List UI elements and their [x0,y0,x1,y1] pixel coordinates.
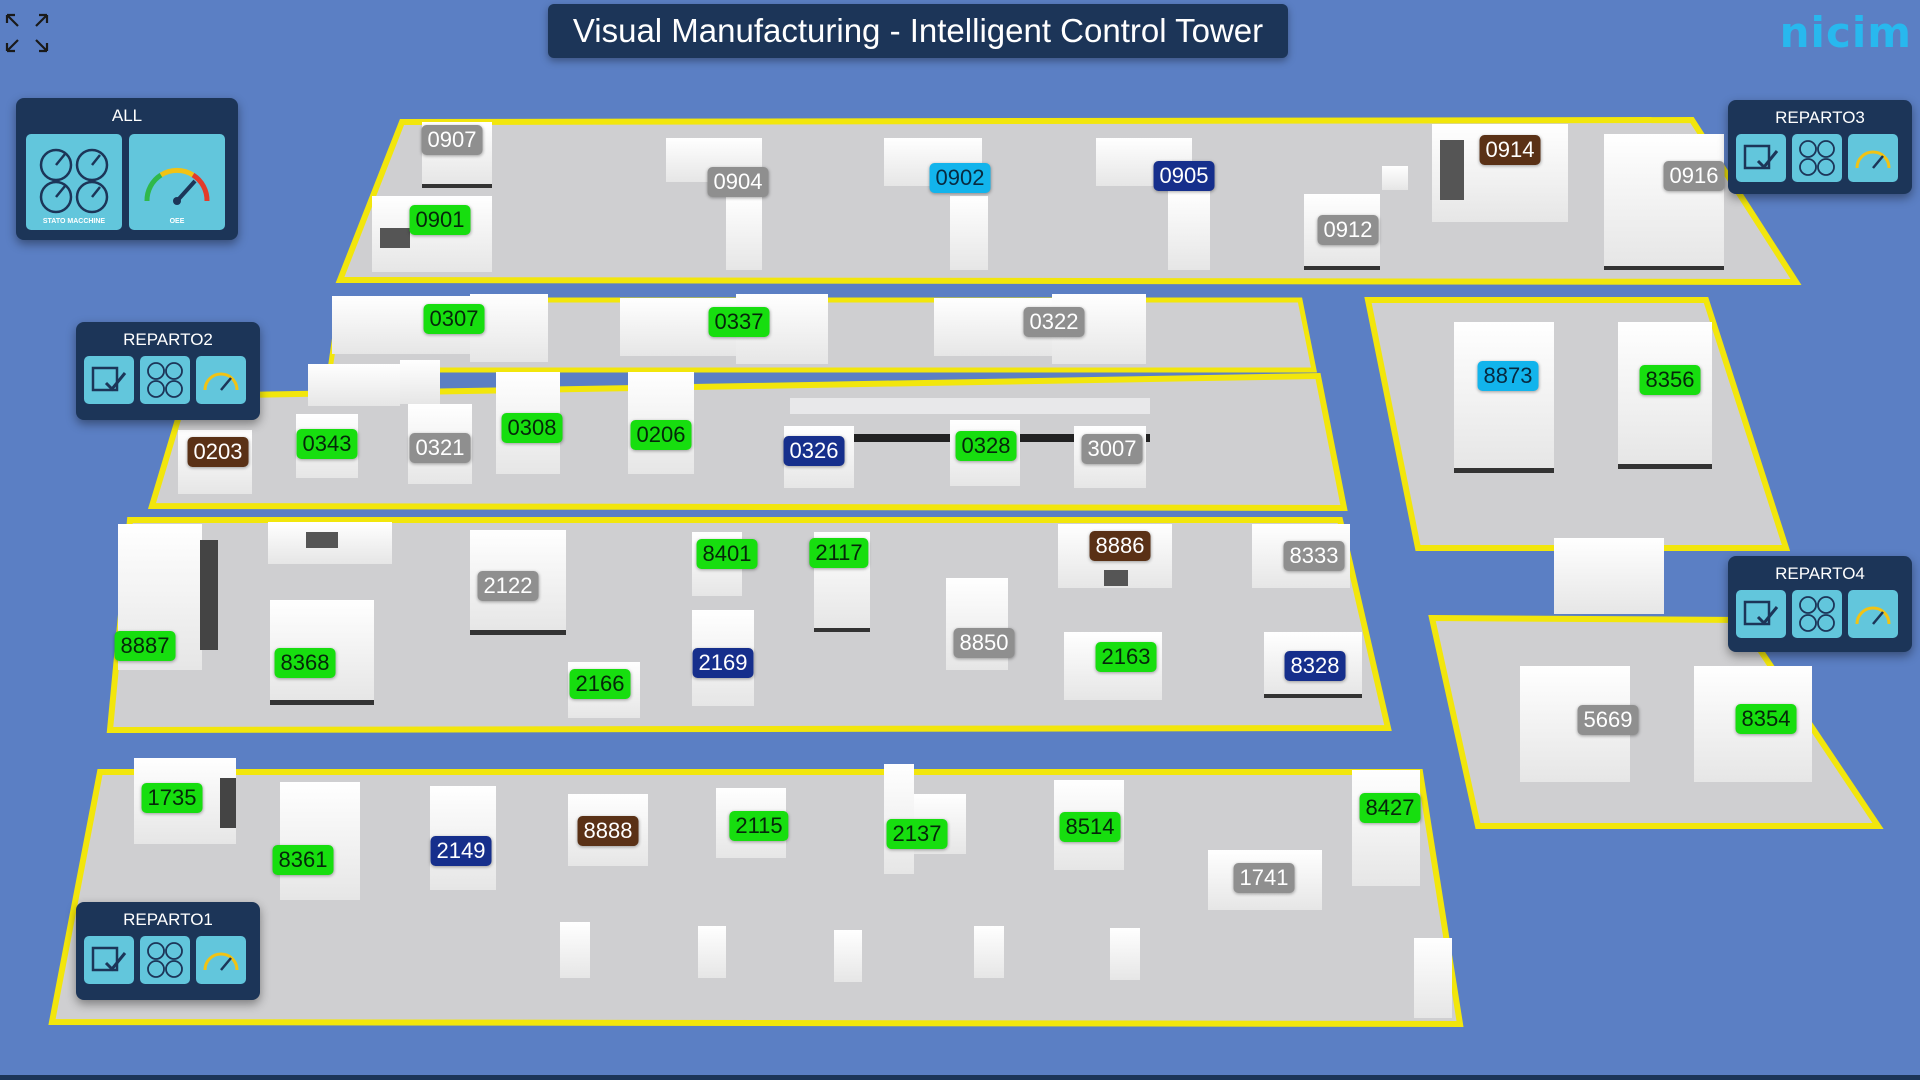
gauges-icon [147,362,183,398]
machine-label[interactable]: 0904 [707,167,769,197]
page-title: Visual Manufacturing - Intelligent Contr… [548,4,1288,58]
machine-label[interactable]: 2117 [809,538,869,568]
machine-label[interactable]: 0337 [708,307,770,337]
fullscreen-expand-icon[interactable] [4,12,50,54]
machine-label[interactable]: 8368 [274,648,336,678]
oee-label: OEE [169,218,185,225]
machine-label[interactable]: 0343 [296,429,358,459]
machine-label[interactable]: 8886 [1089,531,1151,561]
panel-reparto4: REPARTO4 [1728,556,1912,652]
machine-label[interactable]: 0905 [1153,161,1215,191]
platform-reparto3-row [335,116,1802,286]
gauges-icon [147,942,183,978]
machine-label[interactable]: 8514 [1059,812,1121,842]
platform-side-upper [1364,297,1791,551]
panel-all: ALL STATO MACCHINE OEE [16,98,238,240]
gauges-icon [1799,596,1835,632]
machine-label[interactable]: 0326 [783,436,845,466]
oee-tile[interactable] [196,936,246,984]
machine-label[interactable]: 0901 [409,205,471,235]
panel-reparto2-title: REPARTO2 [123,330,213,349]
panel-all-title: ALL [111,106,143,125]
speedometer-icon [144,167,210,205]
operators-tile[interactable] [84,356,134,404]
machine-label[interactable]: 8356 [1639,365,1701,395]
panel-reparto1: REPARTO1 [76,902,260,1000]
nicim-logo: nicim [1779,8,1912,57]
oee-tile[interactable] [1848,590,1898,638]
panel-reparto2: REPARTO2 [76,322,260,420]
machine-label[interactable]: 8328 [1284,651,1346,681]
machine-label[interactable]: 2137 [886,819,948,849]
machine-label[interactable]: 8888 [577,816,639,846]
speedometer-icon [1855,150,1891,169]
machine-label[interactable]: 2149 [430,836,492,866]
speedometer-icon [203,372,239,391]
machine-label[interactable]: 0308 [501,413,563,443]
machine-label[interactable]: 0307 [423,304,485,334]
panel-reparto1-title: REPARTO1 [123,910,213,929]
machine-label[interactable]: 0206 [630,420,692,450]
panel-reparto3: REPARTO3 [1728,100,1912,194]
operators-icon [91,946,127,972]
machine-label[interactable]: 2166 [569,669,631,699]
oee-tile[interactable] [196,356,246,404]
machine-label[interactable]: 8333 [1283,541,1345,571]
bottom-bar [0,1075,1920,1080]
machine-status-tile[interactable] [1792,134,1842,182]
machine-label[interactable]: 8401 [696,539,758,569]
stato-macchine-label: STATO MACCHINE [42,218,106,225]
machine-label[interactable]: 0203 [187,437,249,467]
machine-label[interactable]: 0321 [409,433,471,463]
machine-label[interactable]: 8887 [114,631,176,661]
gauges-icon [1799,140,1835,176]
panel-reparto3-title: REPARTO3 [1775,108,1865,127]
stato-macchine-tile[interactable]: STATO MACCHINE [26,134,122,230]
speedometer-icon [1855,606,1891,625]
machine-label[interactable]: 3007 [1081,434,1143,464]
machine-label[interactable]: 0322 [1023,307,1085,337]
machine-label[interactable]: 0916 [1663,161,1725,191]
machine-label[interactable]: 2169 [692,648,754,678]
machine-label[interactable]: 8427 [1359,793,1421,823]
operators-icon [1743,600,1779,626]
oee-tile[interactable]: OEE [129,134,225,230]
machine-label[interactable]: 0914 [1479,135,1541,165]
machine-blocks [118,122,1812,1018]
machine-label[interactable]: 8354 [1735,704,1797,734]
machine-label[interactable]: 0328 [955,431,1017,461]
operators-icon [1743,144,1779,170]
operators-icon [91,366,127,392]
oee-tile[interactable] [1848,134,1898,182]
machine-label[interactable]: 2122 [477,571,539,601]
gauges-icon [39,148,109,214]
machine-label[interactable]: 1735 [141,783,203,813]
panel-reparto4-title: REPARTO4 [1775,564,1865,583]
machine-label[interactable]: 0907 [421,125,483,155]
machine-label[interactable]: 0912 [1317,215,1379,245]
machine-status-tile[interactable] [140,356,190,404]
machine-label[interactable]: 5669 [1577,705,1639,735]
operators-tile[interactable] [1736,134,1786,182]
speedometer-icon [203,952,239,971]
machine-label[interactable]: 2115 [729,811,789,841]
machine-label[interactable]: 1741 [1233,863,1295,893]
operators-tile[interactable] [1736,590,1786,638]
machine-label[interactable]: 8361 [272,845,334,875]
machine-label[interactable]: 8850 [953,628,1015,658]
machine-label[interactable]: 8873 [1477,361,1539,391]
machine-label[interactable]: 0902 [929,163,991,193]
machine-label[interactable]: 2163 [1095,642,1157,672]
operators-tile[interactable] [84,936,134,984]
machine-status-tile[interactable] [140,936,190,984]
machine-status-tile[interactable] [1792,590,1842,638]
